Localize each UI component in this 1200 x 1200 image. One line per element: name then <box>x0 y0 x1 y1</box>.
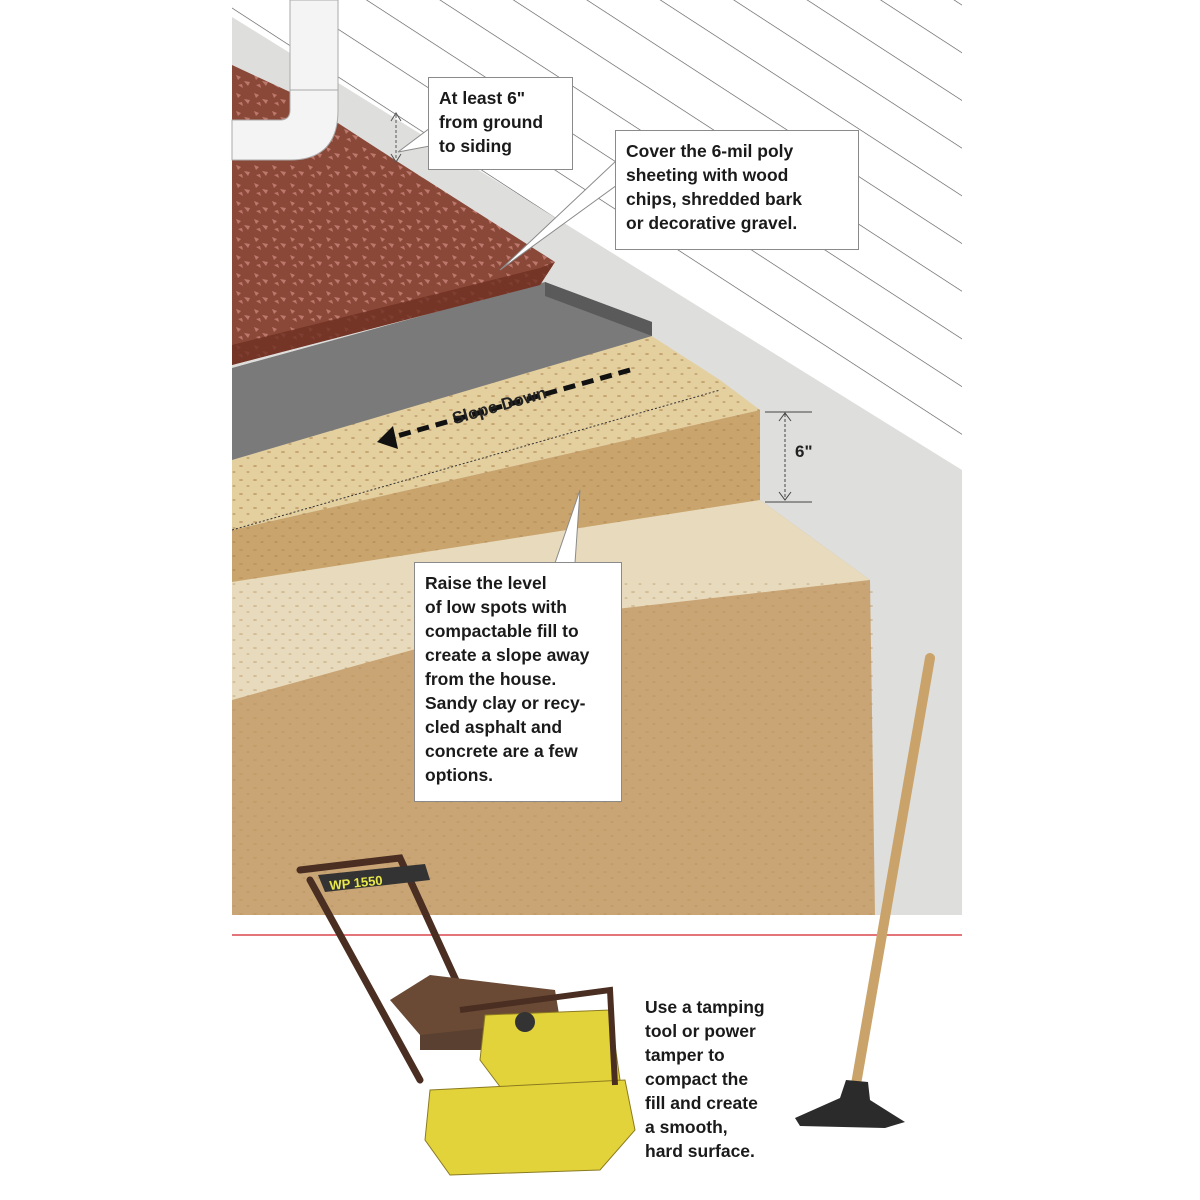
tamping-instructions: Use a tamping tool or power tamper to co… <box>645 997 765 1161</box>
slope-down-arrow <box>377 367 631 449</box>
plate-compactor <box>296 854 636 1176</box>
callout-raise-level: Raise the level of low spots with compac… <box>414 562 622 802</box>
poly-sheeting <box>232 282 652 460</box>
callout-mulch-cover: Cover the 6-mil poly sheeting with wood … <box>615 130 859 250</box>
house-siding <box>232 0 962 470</box>
hand-tamper <box>795 653 935 1128</box>
compactor-plate-text: WP 1550 <box>329 872 384 892</box>
fill-depth-label: 6" <box>795 442 813 461</box>
siding-clearance-dimension <box>390 112 402 163</box>
fill-depth-dimension <box>765 411 812 503</box>
callout-siding-clearance: At least 6" from ground to siding <box>428 77 573 170</box>
downspout <box>231 0 339 161</box>
